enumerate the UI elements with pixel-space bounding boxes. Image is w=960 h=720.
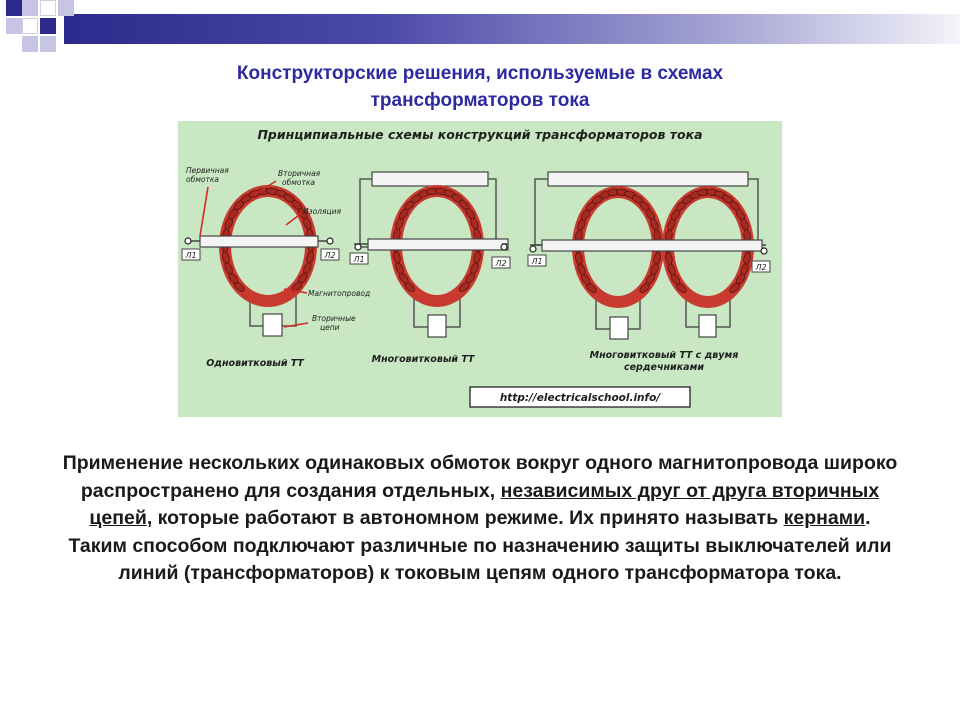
multi-turn-caption: Многовитковый ТТ xyxy=(372,354,476,365)
deco-square xyxy=(6,18,22,34)
slide-title-line: трансформаторов тока xyxy=(370,90,590,111)
deco-square xyxy=(40,18,56,34)
body-text: Применение нескольких одинаковых обмоток… xyxy=(62,452,898,502)
core-label: Магнитопровод xyxy=(308,289,370,298)
deco-square xyxy=(6,0,22,16)
body-paragraph: Применение нескольких одинаковых обмоток… xyxy=(60,450,900,588)
terminal-l1-label: Л1 xyxy=(530,257,542,266)
deco-square xyxy=(40,0,56,16)
multi-turn-ct: Л1 Л2 Многовитковый ТТ xyxy=(349,171,511,365)
figure-heading: Принципиальные схемы конструкций трансфо… xyxy=(257,127,702,142)
coil-turn xyxy=(639,282,651,293)
winding-coils xyxy=(221,187,315,292)
header-decoration xyxy=(0,0,960,60)
body-underlined-term: независимых друг от друга вторичных цепе… xyxy=(89,479,880,530)
terminal-l1-label: Л1 xyxy=(184,251,196,260)
terminal-l2-label: Л2 xyxy=(494,259,506,268)
source-url: http://electricalschool.info/ xyxy=(500,392,661,404)
two-core-ct: Л1 Л2 Многовитковый ТТ с двумя сердечник… xyxy=(527,171,771,373)
terminal-l1-label: Л1 xyxy=(352,255,364,264)
terminal-l2-label: Л2 xyxy=(754,263,766,272)
insulation-label: Изоляция xyxy=(303,207,341,216)
two-core-caption-line1: Многовитковый ТТ с двумя xyxy=(590,350,739,361)
coil-turn xyxy=(459,281,470,292)
single-turn-caption: Одновитковый ТТ xyxy=(206,358,305,369)
body-text: . Таким способом подключают различные по… xyxy=(68,507,892,584)
deco-square xyxy=(22,36,38,52)
header-gradient-bar xyxy=(64,14,960,44)
deco-square xyxy=(22,0,38,16)
deco-square xyxy=(40,36,56,52)
two-core-caption-line2: сердечниками xyxy=(624,362,704,373)
body-underlined-term: кернами xyxy=(783,507,866,529)
body-text: , которые работают в автономном режиме. … xyxy=(146,507,784,529)
coil-turn xyxy=(729,282,741,293)
terminal-l2-label: Л2 xyxy=(323,251,335,260)
transformer-diagram: Принципиальные схемы конструкций трансфо… xyxy=(178,121,782,417)
deco-square xyxy=(58,0,74,16)
url-box xyxy=(469,386,691,408)
slide-title: Конструкторские решения, используемые в … xyxy=(100,60,860,114)
deco-square xyxy=(22,18,38,34)
slide-title-line: Конструкторские решения, используемые в … xyxy=(236,63,724,84)
